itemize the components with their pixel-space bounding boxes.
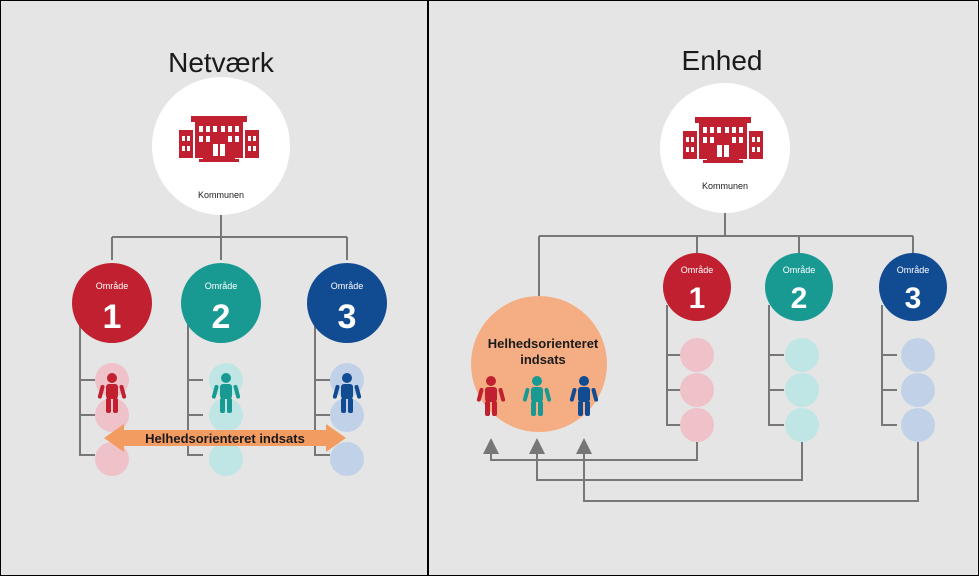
left-area-2-number: 2 [212, 298, 231, 336]
left-org-lines [79, 215, 348, 456]
left-area-1-label: Område [96, 281, 129, 291]
right-area-1-label: Område [681, 265, 714, 275]
left-hub: Kommunen [152, 77, 290, 215]
left-area-3-number: 3 [338, 298, 357, 336]
left-panel-title: Netværk [168, 47, 275, 78]
right-area-3-label: Område [897, 265, 930, 275]
right-area-2-number: 2 [791, 282, 808, 315]
right-area-3: Område 3 [879, 253, 947, 321]
right-panel-title: Enhed [682, 45, 763, 76]
return-arrows [483, 438, 919, 502]
left-area-3: Område 3 [307, 263, 387, 343]
left-hub-label: Kommunen [198, 190, 244, 200]
left-arrow-label: Helhedsorienteret indsats [145, 431, 305, 446]
team-label-line1: Helhedsorienteret [488, 336, 599, 351]
right-area-1: Område 1 [663, 253, 731, 321]
right-org-lines [538, 213, 914, 426]
right-area-2-label: Område [783, 265, 816, 275]
left-area-3-label: Område [331, 281, 364, 291]
left-area-1-number: 1 [103, 298, 122, 336]
right-area-1-number: 1 [689, 282, 706, 315]
right-area-2: Område 2 [765, 253, 833, 321]
left-double-arrow: Helhedsorienteret indsats [104, 424, 346, 452]
right-area-3-number: 3 [905, 282, 922, 315]
right-hub: Kommunen [660, 83, 790, 213]
left-area-2-label: Område [205, 281, 238, 291]
right-members [680, 338, 935, 442]
left-area-1: Område 1 [72, 263, 152, 343]
team-label-line2: indsats [520, 352, 566, 367]
right-hub-label: Kommunen [702, 181, 748, 191]
left-area-2: Område 2 [181, 263, 261, 343]
